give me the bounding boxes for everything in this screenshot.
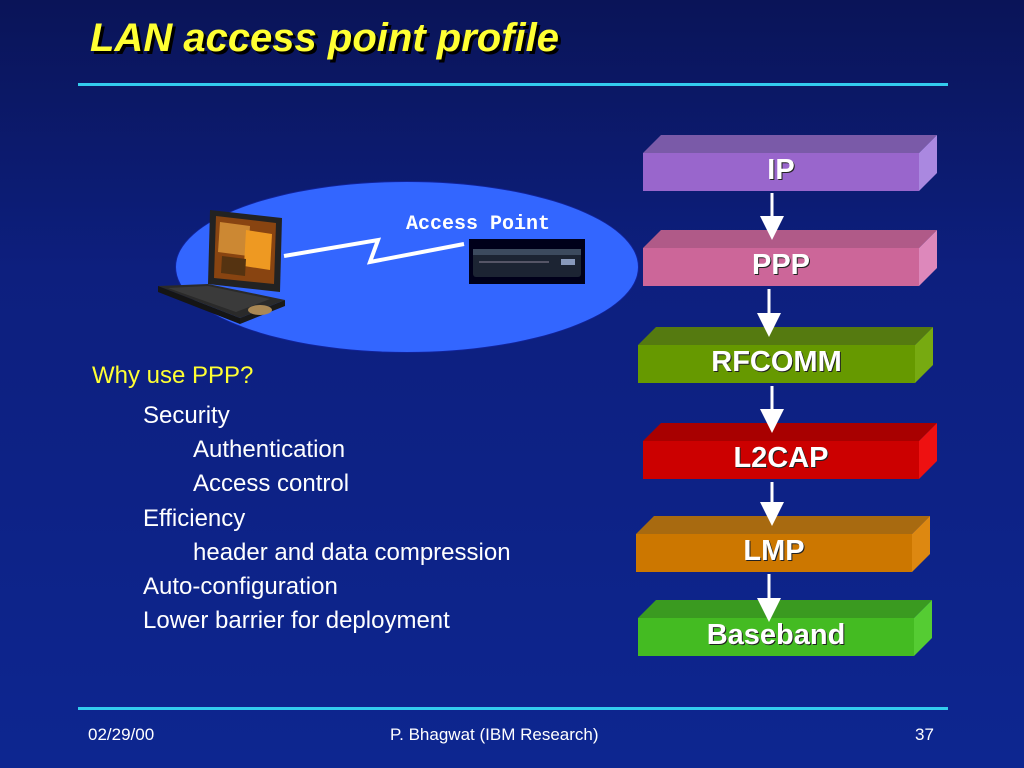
- wireless-link-icon: [283, 237, 465, 265]
- layer-top-face: [638, 327, 933, 345]
- laptop-icon: [158, 210, 285, 324]
- layer-front-face: [638, 345, 915, 383]
- question-heading: Why use PPP?: [92, 362, 254, 389]
- layer-top-face: [643, 230, 937, 248]
- bullet-auto-configuration: Auto-configuration: [143, 573, 338, 600]
- layer-front-face: [643, 248, 919, 286]
- layer-label: IP: [767, 154, 795, 186]
- slide-title: LAN access point profile: [90, 16, 559, 60]
- bullet-access-control: Access control: [193, 470, 350, 497]
- layer-label: PPP: [751, 249, 811, 281]
- layer-lmp: LMP: [636, 516, 930, 572]
- footer-author: P. Bhagwat (IBM Research): [390, 725, 599, 744]
- layer-side-face: [915, 327, 933, 383]
- layer-front-face: [643, 153, 919, 191]
- layer-ppp: PPP: [643, 230, 937, 286]
- bullet-header-compression: header and data compression: [193, 539, 511, 566]
- layer-front-face: [636, 534, 912, 572]
- layer-baseband: Baseband: [638, 600, 932, 656]
- bullet-authentication: Authentication: [193, 436, 346, 463]
- layer-label: RFCOMM: [711, 346, 842, 378]
- layer-top-face: [638, 600, 932, 618]
- bullet-lower-barrier: Lower barrier for deployment: [143, 607, 450, 634]
- layer-label: LMP: [743, 535, 805, 567]
- footer-rule: [78, 707, 948, 710]
- layer-ip: IP: [643, 135, 937, 191]
- bullet-efficiency: Efficiency: [143, 505, 246, 532]
- layer-label: Baseband: [706, 619, 846, 651]
- footer-date: 02/29/00: [88, 725, 155, 744]
- layer-front-face: [638, 618, 914, 656]
- footer-page-number: 37: [915, 725, 934, 744]
- layer-l2cap: L2CAP: [643, 423, 937, 479]
- layer-side-face: [912, 516, 930, 572]
- layer-side-face: [919, 230, 937, 286]
- layer-top-face: [643, 135, 937, 153]
- layer-top-face: [643, 423, 937, 441]
- layer-side-face: [919, 423, 937, 479]
- layer-label: L2CAP: [733, 442, 829, 474]
- bullet-security: Security: [143, 402, 230, 429]
- layer-side-face: [919, 135, 937, 191]
- title-rule: [78, 83, 948, 86]
- layer-side-face: [914, 600, 932, 656]
- layer-rfcomm: RFCOMM: [638, 327, 933, 383]
- access-point-device-icon: [469, 239, 585, 284]
- access-point-label: Access Point: [406, 213, 551, 236]
- layer-front-face: [643, 441, 919, 479]
